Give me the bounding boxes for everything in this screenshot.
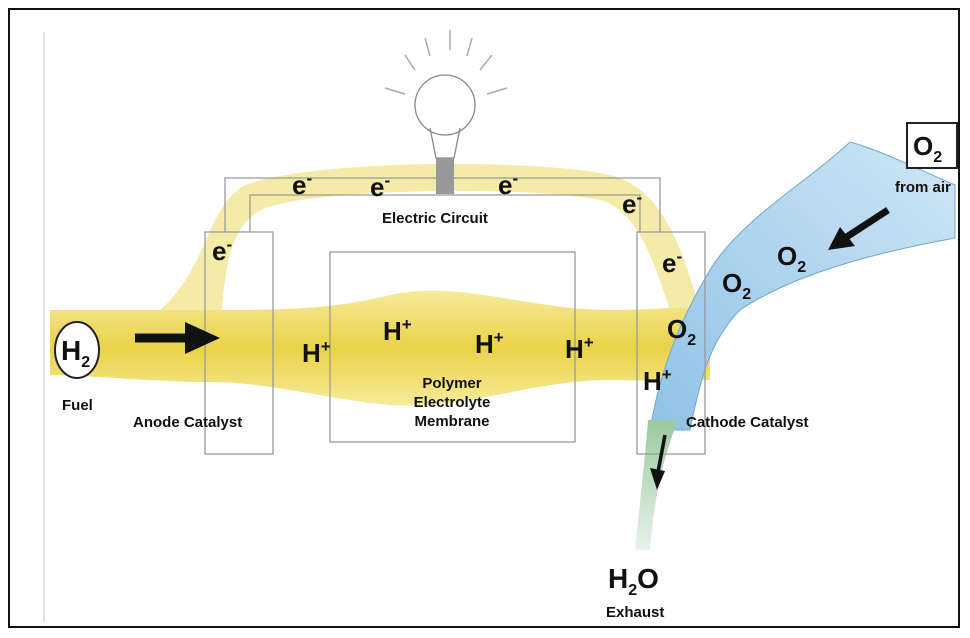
electron-label: e- [212,235,232,266]
hydrogen-label: H2 [61,335,90,371]
proton-label: H+ [302,337,331,368]
circuit-wire-inner [249,194,641,232]
hydrogen-fuel-circle [54,321,100,379]
from-air-label: from air [895,179,951,196]
proton-label: H+ [475,328,504,359]
electric-circuit-label: Electric Circuit [382,210,488,227]
fuel-cell-diagram: e- e- e- e- e- e- H+ H+ H+ H+ H+ O2 O2 O… [43,30,958,622]
fuel-stream [50,290,710,406]
membrane-label: Membrane [414,413,489,430]
arrow-icon [650,434,667,490]
oxygen-source-label: O2 [913,131,942,166]
arrow-icon [135,322,220,354]
electron-label: e- [498,169,518,200]
arrow-icon [828,207,890,250]
electron-label: e- [662,247,682,278]
cathode-catalyst-box [636,231,706,455]
fuel-label: Fuel [62,397,93,414]
cathode-catalyst-label: Cathode Catalyst [686,414,809,431]
electron-label: e- [370,171,390,202]
membrane-box [329,251,576,443]
proton-label: H+ [383,315,412,346]
oxygen-label: O2 [722,268,751,303]
membrane-label: Polymer [422,375,481,392]
diagram-frame: e- e- e- e- e- e- H+ H+ H+ H+ H+ O2 O2 O… [8,8,960,628]
oxygen-label: O2 [667,314,696,349]
electron-label: e- [622,188,642,219]
exhaust-label: Exhaust [606,604,664,621]
proton-label: H+ [643,365,672,396]
electron-label: e- [292,169,312,200]
light-bulb-icon [384,30,508,194]
oxygen-label: O2 [777,241,806,276]
electron-path-band [130,163,700,330]
membrane-label: Electrolyte [414,394,491,411]
water-label: H2O [608,563,659,599]
anode-catalyst-label: Anode Catalyst [133,414,242,431]
oxygen-source-box [906,122,958,169]
proton-label: H+ [565,333,594,364]
